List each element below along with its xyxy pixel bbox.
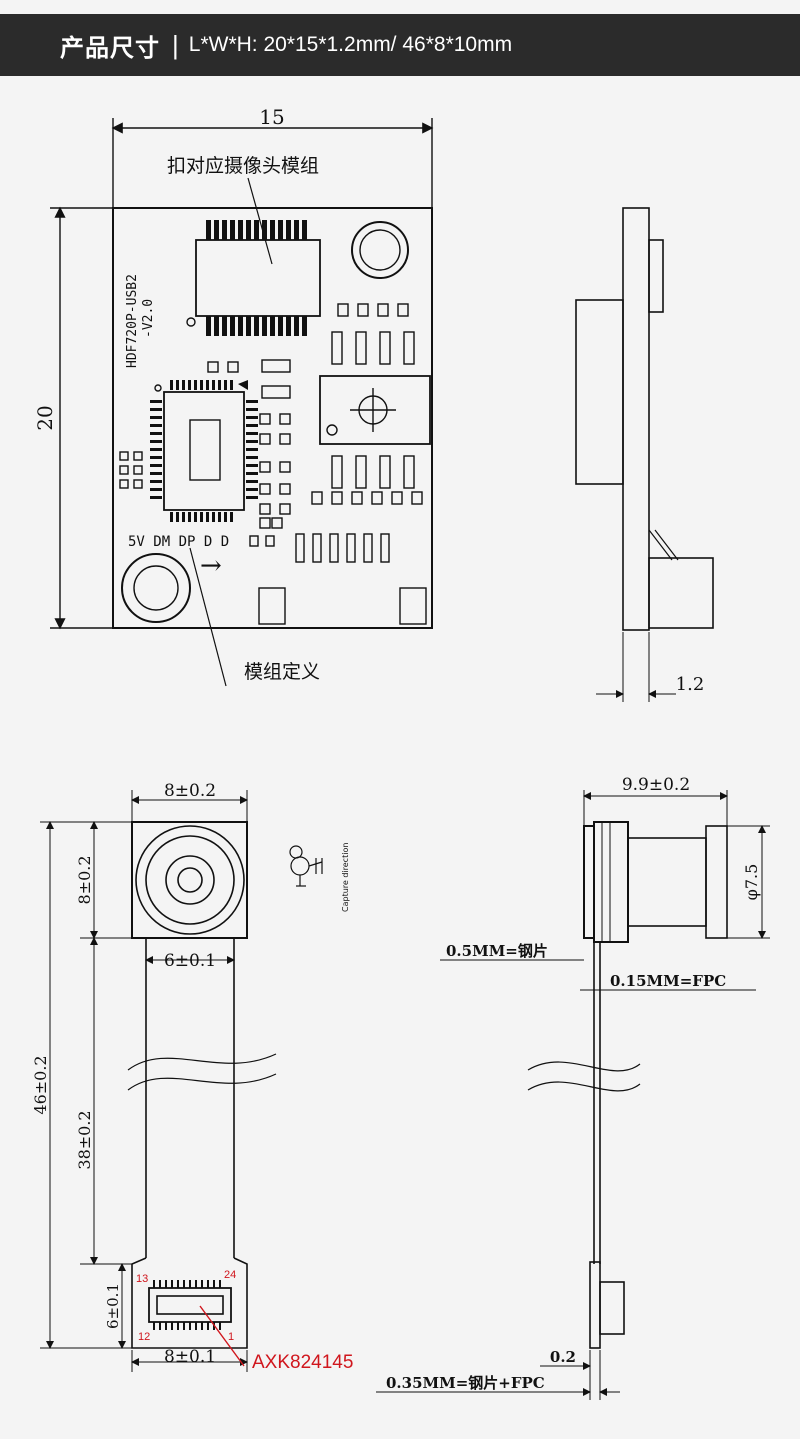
board-thickness-label: 1.2 (676, 674, 705, 695)
pin-24-label: 24 (224, 1269, 236, 1281)
connector-part-number: AXK824145 (252, 1352, 353, 1373)
capture-direction-label: Capture direction (341, 843, 350, 912)
head-width-label: 8±0.2 (164, 781, 216, 801)
board-height-label: 20 (33, 405, 57, 430)
model-text-line1: HDF720P-USB2 (125, 274, 140, 368)
dimensions-summary: L*W*H: 20*15*1.2mm/ 46*8*10mm (188, 33, 513, 56)
pin-labels: 5V DM DP D D (128, 534, 229, 550)
board-width-label: 15 (259, 105, 284, 129)
flex-length-label: 38±0.2 (75, 1110, 94, 1169)
direction-arrow: → (200, 551, 222, 581)
total-thickness-label: 0.35MM=钢片+FPC (386, 1374, 545, 1392)
head-height-label: 8±0.2 (75, 855, 94, 904)
title-separator: | (172, 29, 179, 60)
pin-12-label: 12 (138, 1331, 150, 1343)
end-thickness-label: 0.2 (550, 1348, 576, 1366)
connector-height-label: 6±0.1 (104, 1283, 122, 1329)
title-banner: 产品尺寸 | L*W*H: 20*15*1.2mm/ 46*8*10mm (0, 14, 800, 76)
pin-definition-note: 模组定义 (244, 661, 320, 683)
board-top-view (50, 118, 434, 687)
camera-pads-note: 扣对应摄像头模组 (167, 155, 319, 177)
module-side-view (376, 790, 770, 1400)
part-leader-line (199, 1305, 245, 1367)
total-length-label: 46±0.2 (31, 1055, 50, 1114)
pin-1-label: 1 (228, 1331, 234, 1343)
connector-width-label: 8±0.1 (164, 1347, 216, 1367)
board-side-view (575, 207, 714, 702)
module-top-view (40, 790, 277, 1372)
flex-width-label: 6±0.1 (164, 951, 216, 971)
ic-pins (150, 220, 307, 522)
section-title: 产品尺寸 (60, 33, 160, 62)
capture-direction-icon (289, 845, 323, 887)
pin-13-label: 13 (136, 1273, 148, 1285)
steel-thickness-label: 0.5MM=钢片 (446, 942, 548, 960)
model-text-line2: -V2.0 (141, 299, 156, 338)
lens-diameter-label: φ7.5 (742, 864, 761, 901)
lens-depth-label: 9.9±0.2 (622, 775, 690, 795)
fpc-thickness-label: 0.15MM=FPC (610, 972, 726, 990)
